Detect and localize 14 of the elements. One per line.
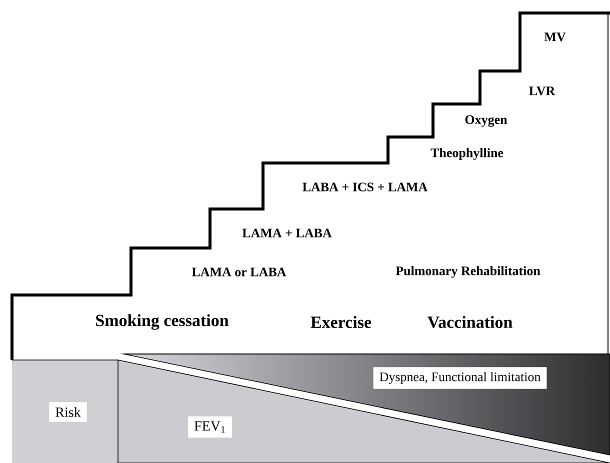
label-box: Risk bbox=[49, 402, 87, 422]
step-label: Pulmonary Rehabilitation bbox=[396, 266, 540, 278]
step-label: Smoking cessation bbox=[96, 314, 229, 330]
step-label: Exercise bbox=[310, 316, 372, 328]
step-label: LAMA or LABA bbox=[192, 268, 286, 276]
label-box: Dyspnea, Functional limitation bbox=[373, 367, 547, 389]
step-label: Theophylline bbox=[430, 148, 504, 160]
step-label: Oxygen bbox=[465, 115, 508, 127]
label-box: FEV$_{1}$ bbox=[188, 416, 232, 438]
step-label: MV bbox=[544, 32, 566, 42]
step-label: Vaccination bbox=[428, 316, 512, 328]
step-label: LAMA + LABA bbox=[242, 228, 332, 238]
step-label: LVR bbox=[529, 86, 556, 96]
step-label: LABA + ICS + LAMA bbox=[302, 182, 428, 192]
